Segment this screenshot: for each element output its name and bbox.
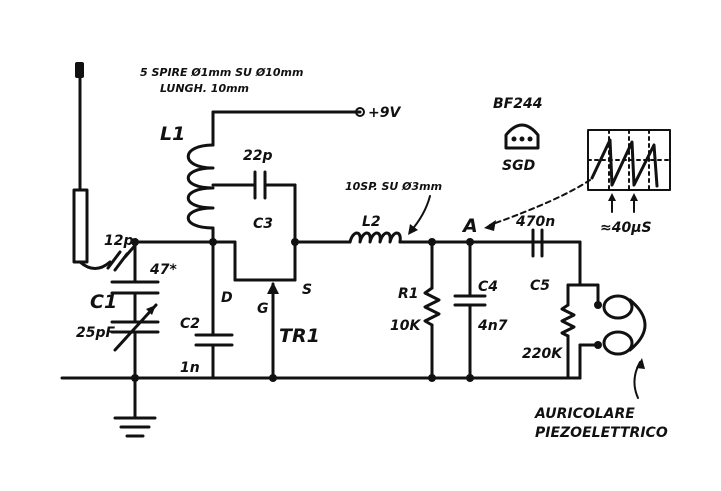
label-c2: C2 (180, 316, 200, 332)
resistor-r1 (423, 286, 441, 327)
variable-arrow-head (146, 305, 156, 315)
node-gate-ground (269, 374, 277, 382)
label-r1: R1 (398, 286, 419, 302)
label-tr1: TR1 (279, 325, 320, 347)
inductor-l2 (348, 231, 402, 244)
label-l1: L1 (160, 123, 185, 145)
pin-d (527, 136, 533, 142)
probe-pointer-head (484, 220, 496, 231)
label-bf244: BF244 (493, 96, 542, 112)
label-c1: C1 (90, 291, 117, 313)
antenna (72, 62, 112, 270)
label-c5: C5 (530, 278, 550, 294)
label-47: 47* (149, 262, 177, 278)
earphone-icon (594, 294, 647, 356)
label-supply: +9V (368, 105, 401, 121)
gate-arrow (267, 282, 279, 294)
probe-pointer (489, 179, 591, 226)
label-c1-value: 25pF (76, 325, 116, 341)
transistor-package-icon (504, 123, 540, 150)
label-470n: 470n (515, 214, 555, 230)
ground-symbol (113, 376, 157, 438)
label-12p: 12p (104, 233, 134, 249)
label-earphone-line1: AURICOLARE (534, 406, 635, 422)
waveform-scope (587, 129, 671, 191)
supply-terminal (355, 107, 365, 117)
label-r1-value: 10K (390, 318, 421, 334)
label-c3: C3 (253, 216, 273, 232)
label-22p: 22p (243, 148, 273, 164)
label-drain: D (221, 290, 233, 306)
label-source: S (302, 282, 312, 298)
resistor-220k (560, 303, 576, 338)
period-marker-left-head (608, 193, 616, 201)
label-l2-spec: 10SP. SU Ø3mm (345, 180, 442, 193)
label-earphone-line2: PIEZOELETTRICO (535, 425, 668, 441)
label-point-a: A (461, 215, 478, 237)
label-pinout: SGD (502, 158, 535, 174)
label-l2: L2 (362, 214, 381, 230)
variable-arrow (113, 303, 158, 352)
pin-s (511, 136, 517, 142)
label-c4-value: 4n7 (477, 318, 508, 334)
pin-g (519, 136, 525, 142)
node-c4-ground (466, 374, 474, 382)
label-220k: 220K (522, 346, 563, 362)
label-c2-value: 1n (180, 360, 200, 376)
period-marker-right-head (630, 193, 638, 201)
node-r1-ground (428, 374, 436, 382)
inductor-l1 (186, 110, 362, 246)
l2-spec-arrow-head (408, 224, 418, 235)
coil-spec-line2: LUNGH. 10mm (160, 82, 249, 95)
label-c4: C4 (478, 279, 498, 295)
earphone-pointer-head (636, 358, 645, 369)
label-period: ≈40μS (600, 220, 652, 236)
coil-spec-line1: 5 SPIRE Ø1mm SU Ø10mm (140, 66, 303, 79)
label-gate: G (257, 301, 269, 317)
